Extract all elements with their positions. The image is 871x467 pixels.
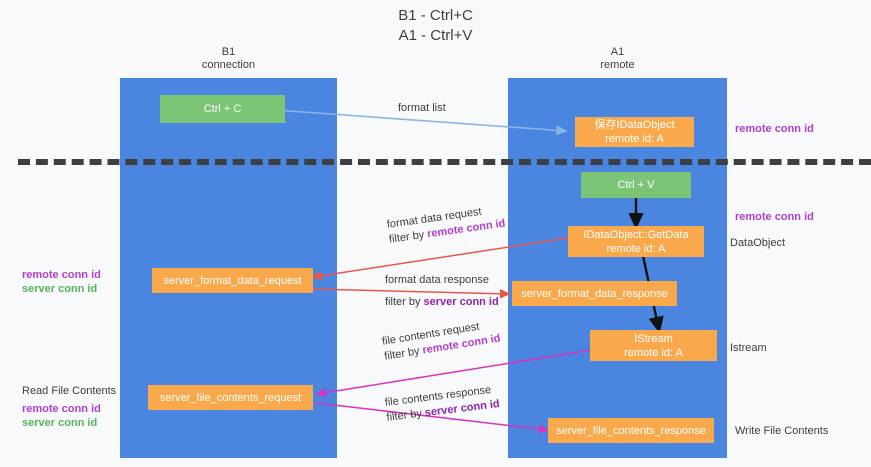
annotation-left-server-conn-id-2: server conn id [22, 417, 98, 429]
annotation-left-remote-conn-id: remote conn id [22, 269, 101, 281]
annotation-remote-conn-id-top: remote conn id [735, 123, 814, 135]
annotation-read-file-contents: Read File Contents [22, 385, 117, 397]
lane-a1-role: remote [600, 59, 635, 71]
lane-a1-name: A1 [610, 46, 625, 58]
annotation-dataobject: DataObject [730, 237, 786, 249]
lane-b1-role: connection [201, 59, 256, 71]
edge-label-format-data-response: format data response filter by server co… [385, 273, 499, 310]
node-idataobject-getdata[interactable]: IDataObject::GetData remote id: A [568, 226, 704, 257]
node-server-file-contents-response[interactable]: server_file_contents_response [548, 418, 714, 443]
edge-label-format-list: format list [398, 101, 446, 116]
title-line-1: B1 - Ctrl+C [398, 7, 473, 24]
page-title: B1 - Ctrl+C A1 - Ctrl+V [0, 6, 871, 46]
edge-label-format-data-request: format data request filter by remote con… [386, 202, 506, 248]
node-istream[interactable]: IStream remote id: A [590, 330, 717, 361]
annotation-istream: Istream [730, 342, 767, 354]
node-istream-line1: IStream [634, 332, 673, 345]
annotation-left-remote-conn-id-2: remote conn id [22, 403, 101, 415]
edge-fdresp-line2: filter by server conn id [385, 295, 499, 310]
node-server-format-data-request[interactable]: server_format_data_request [152, 268, 313, 293]
edge-fcresp-prefix: filter by [385, 407, 426, 424]
node-ctrl-c[interactable]: Ctrl + C [160, 95, 285, 123]
edge-fdresp-line1: format data response [385, 274, 489, 286]
annotation-left-server-conn-id: server conn id [22, 283, 98, 295]
edge-label-file-contents-request: file contents request filter by remote c… [381, 317, 502, 365]
lane-header-a1: A1 remote [508, 46, 727, 72]
node-save-idataobject-line1: 保存IDataObject [594, 119, 675, 131]
node-save-idataobject-line2: remote id: A [605, 133, 664, 145]
edge-label-file-contents-response: file contents response filter by server … [384, 382, 501, 426]
node-server-file-contents-response-label: server_file_contents_response [556, 424, 706, 437]
annotation-remote-conn-id-mid: remote conn id [735, 211, 814, 223]
lane-b1-name: B1 [221, 46, 236, 58]
node-istream-line2: remote id: A [624, 346, 683, 359]
annotation-write-file-contents: Write File Contents [735, 425, 829, 437]
node-server-file-contents-request-label: server_file_contents_request [159, 391, 302, 404]
node-ctrl-c-label: Ctrl + C [203, 103, 242, 115]
title-line-2: A1 - Ctrl+V [398, 27, 473, 44]
node-server-format-data-response-label: server_format_data_response [521, 287, 668, 300]
phase-divider [18, 159, 871, 165]
lane-header-b1: B1 connection [120, 46, 337, 72]
node-getdata-line1: IDataObject::GetData [583, 228, 689, 241]
node-server-format-data-request-label: server_format_data_request [163, 274, 302, 287]
edge-fdreq-prefix: filter by [388, 228, 429, 246]
node-ctrl-v[interactable]: Ctrl + V [581, 172, 691, 198]
node-server-format-data-response[interactable]: server_format_data_response [512, 281, 677, 306]
node-getdata-line2: remote id: A [606, 242, 666, 255]
node-save-idataobject[interactable]: 保存IDataObject remote id: A [575, 117, 694, 147]
edge-fdresp-prefix: filter by [385, 296, 424, 308]
node-ctrl-v-label: Ctrl + V [617, 179, 655, 191]
edge-fdresp-key: server conn id [423, 296, 499, 308]
node-server-file-contents-request[interactable]: server_file_contents_request [148, 385, 313, 410]
edge-format-list-text: format list [398, 102, 446, 114]
